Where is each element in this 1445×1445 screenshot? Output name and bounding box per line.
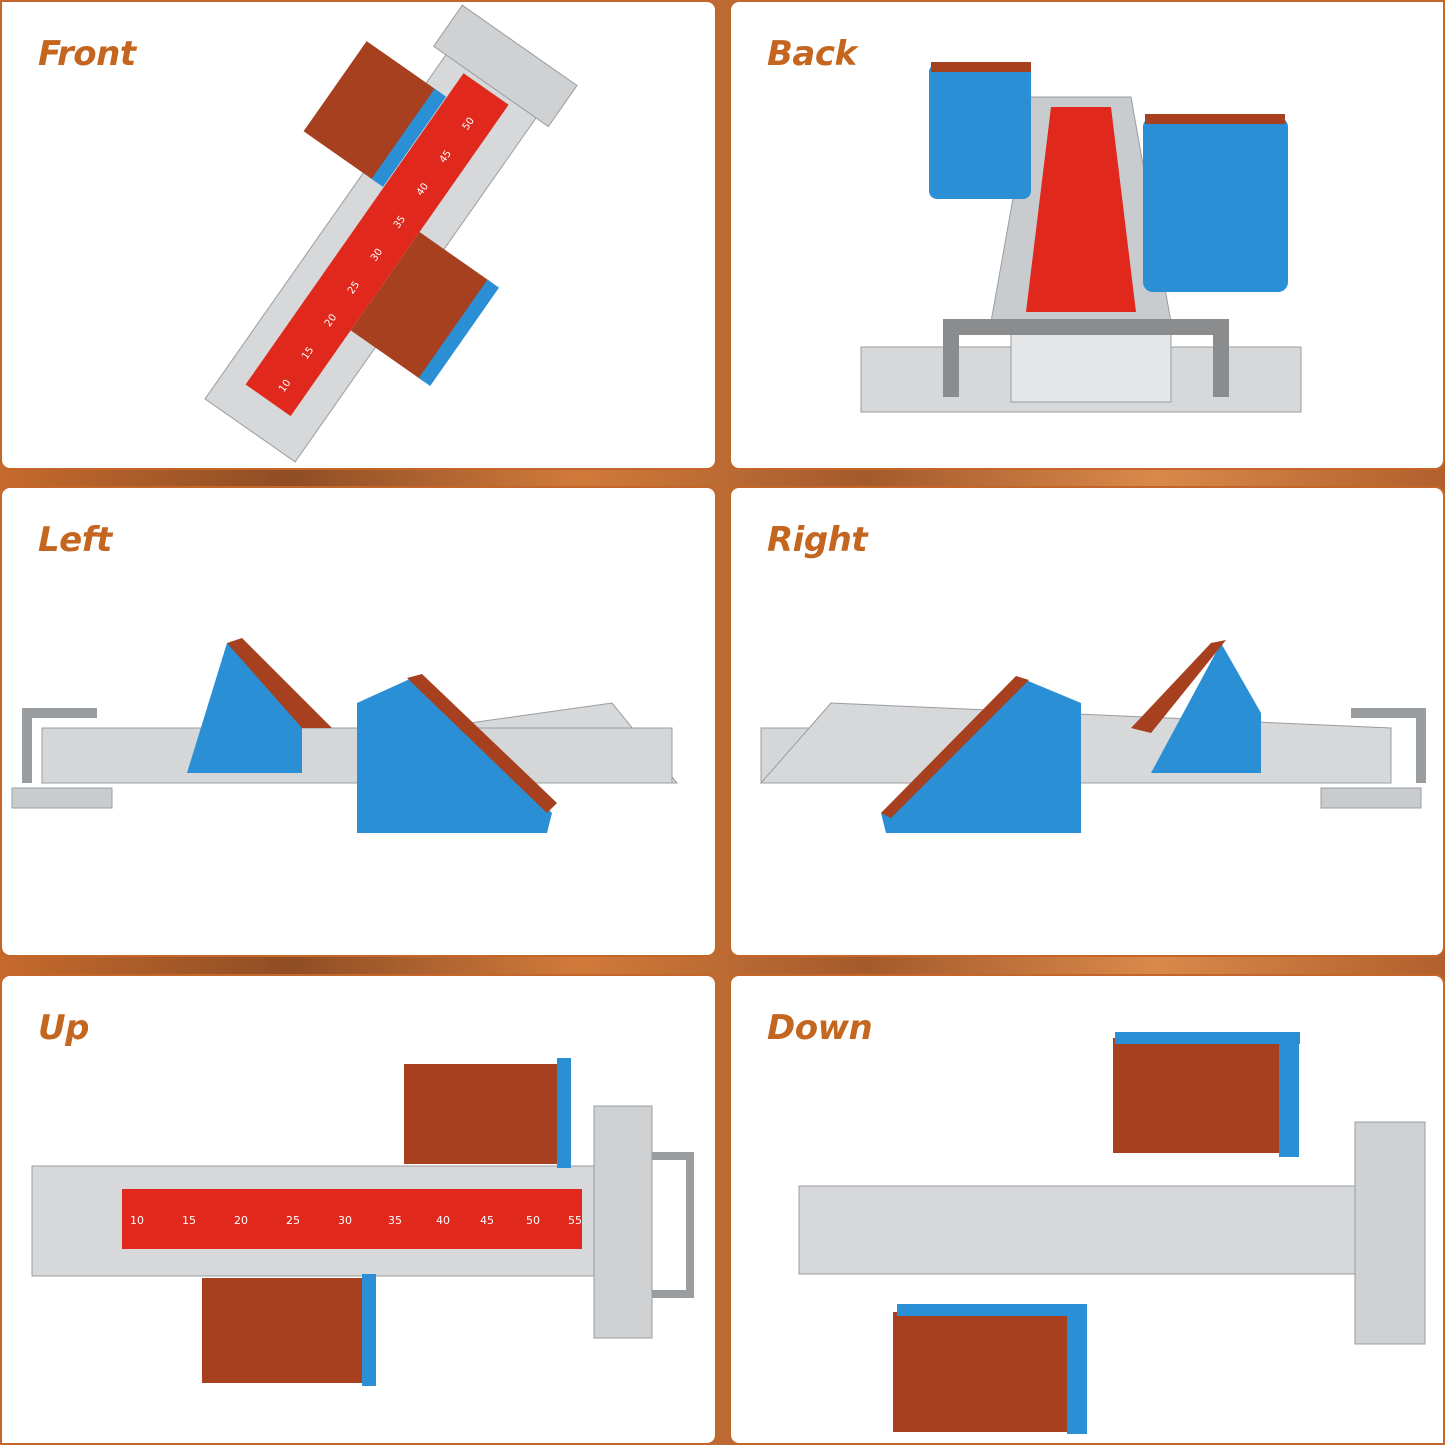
back-view-image xyxy=(860,62,1302,413)
left-view-image xyxy=(11,638,679,833)
view-label-left: Left xyxy=(38,520,112,560)
view-label-right: Right xyxy=(767,520,868,560)
up-view-image: 10 15 20 25 30 35 40 45 50 55 xyxy=(31,1058,694,1386)
scale-mark: 10 xyxy=(130,1214,144,1227)
panel-down: Down xyxy=(729,974,1445,1445)
right-view-image xyxy=(759,640,1426,833)
panel-up: 10 15 20 25 30 35 40 45 50 55 Up xyxy=(0,974,717,1445)
view-label-back: Back xyxy=(767,34,857,74)
scale-mark: 25 xyxy=(286,1214,300,1227)
panel-front: 10 15 20 25 30 35 40 45 50 Front xyxy=(0,0,717,470)
front-view-image: 10 15 20 25 30 35 40 45 50 xyxy=(204,4,578,463)
scale-mark: 55 xyxy=(568,1214,582,1227)
scale-mark: 40 xyxy=(436,1214,450,1227)
scale-mark: 50 xyxy=(526,1214,540,1227)
panel-back: Back xyxy=(729,0,1445,470)
scale-mark: 20 xyxy=(234,1214,248,1227)
scale-mark: 35 xyxy=(388,1214,402,1227)
panel-right: Right xyxy=(729,486,1445,957)
view-label-front: Front xyxy=(38,34,136,74)
scale-mark: 30 xyxy=(338,1214,352,1227)
scale-mark: 15 xyxy=(182,1214,196,1227)
view-label-up: Up xyxy=(38,1008,89,1048)
panel-left: Left xyxy=(0,486,717,957)
view-label-down: Down xyxy=(767,1008,873,1048)
scale-mark: 45 xyxy=(480,1214,494,1227)
down-view-image xyxy=(798,1032,1426,1434)
